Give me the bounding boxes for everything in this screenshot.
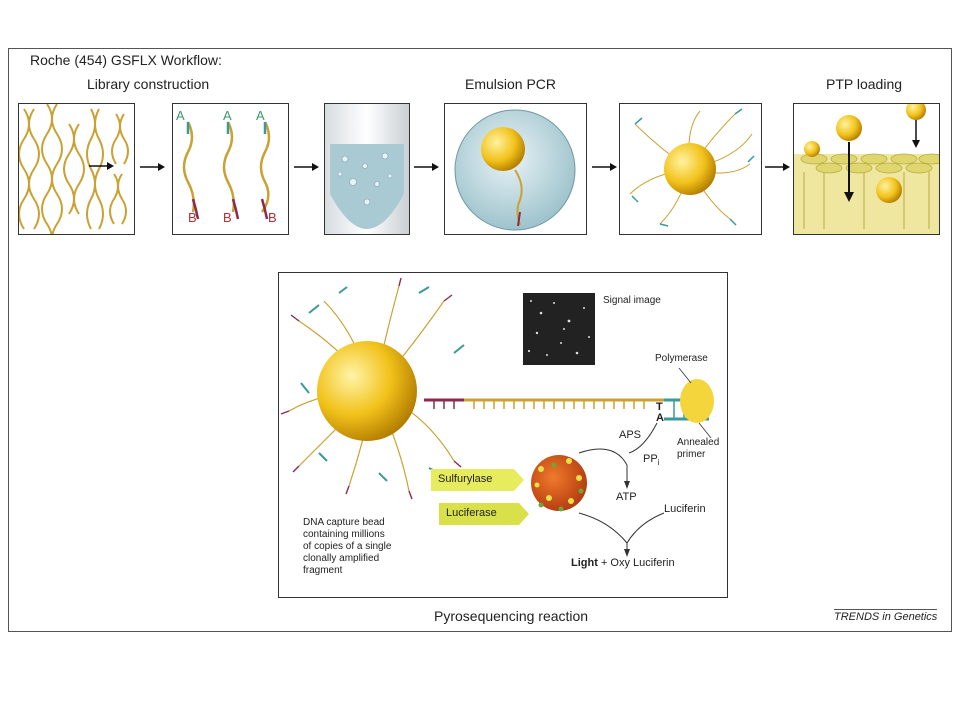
- adapter-label-a3: A: [256, 108, 265, 123]
- panel-pyrosequencing-reaction: Signal image Polymerase T A Annealed pri…: [278, 272, 728, 598]
- pyrosequencing-illustration: [280, 277, 714, 557]
- bead-description-line: containing millions: [303, 529, 385, 540]
- aps-label: APS: [619, 429, 642, 441]
- base-t-label: T: [656, 401, 663, 413]
- luciferin-label: Luciferin: [664, 503, 706, 515]
- flow-arrow-5: [765, 163, 790, 171]
- panel-ptp-loading: [793, 103, 940, 235]
- dna-fragments-illustration: [19, 104, 129, 234]
- panel-emulsion-tube: [324, 103, 410, 235]
- stage-label-emulsion: Emulsion PCR: [465, 76, 557, 92]
- bead-description-line: fragment: [303, 565, 343, 576]
- sulfurylase-label: Sulfurylase: [438, 473, 493, 485]
- light-product-label: Light + Oxy Luciferin: [571, 557, 675, 569]
- luciferase-label: Luciferase: [446, 507, 497, 519]
- adapter-label-a2: A: [223, 108, 232, 123]
- adapter-label-b1: B: [188, 210, 197, 225]
- polymerase-label: Polymerase: [655, 353, 708, 364]
- stage-label-library: Library construction: [87, 76, 210, 92]
- base-a-label: A: [656, 412, 664, 424]
- adapter-label-b2: B: [223, 210, 232, 225]
- bead-description-line: of copies of a single: [303, 541, 392, 552]
- ppi-label: PPi: [643, 453, 660, 468]
- bead-description-line: DNA capture bead: [303, 517, 385, 528]
- figure-title: Roche (454) GSFLX Workflow:: [30, 52, 222, 68]
- bead-description: DNA capture bead containing millions of …: [303, 517, 391, 577]
- credit-label: TRENDS in Genetics: [834, 609, 938, 623]
- adapter-label-b3: B: [268, 210, 277, 225]
- panel-amplified-bead: [619, 103, 762, 235]
- panel-dna-fragments: [18, 103, 135, 235]
- flow-arrow-4: [592, 163, 617, 171]
- stage-label-ptp: PTP loading: [826, 76, 903, 92]
- reaction-caption: Pyrosequencing reaction: [434, 608, 589, 624]
- flow-arrow-1: [140, 163, 165, 171]
- panel-emulsion-droplet: [444, 103, 587, 235]
- panel-adapter-ligation: A A A B B B: [172, 103, 289, 235]
- flow-arrow-2: [294, 163, 319, 171]
- annealed-primer-label-1: Annealed: [677, 437, 720, 448]
- bead-description-line: clonally amplified: [303, 553, 380, 564]
- flow-arrow-3: [414, 163, 439, 171]
- signal-image-label: Signal image: [603, 295, 661, 306]
- annealed-primer-label-2: primer: [677, 449, 706, 460]
- atp-label: ATP: [616, 491, 637, 503]
- adapter-label-a1: A: [176, 108, 185, 123]
